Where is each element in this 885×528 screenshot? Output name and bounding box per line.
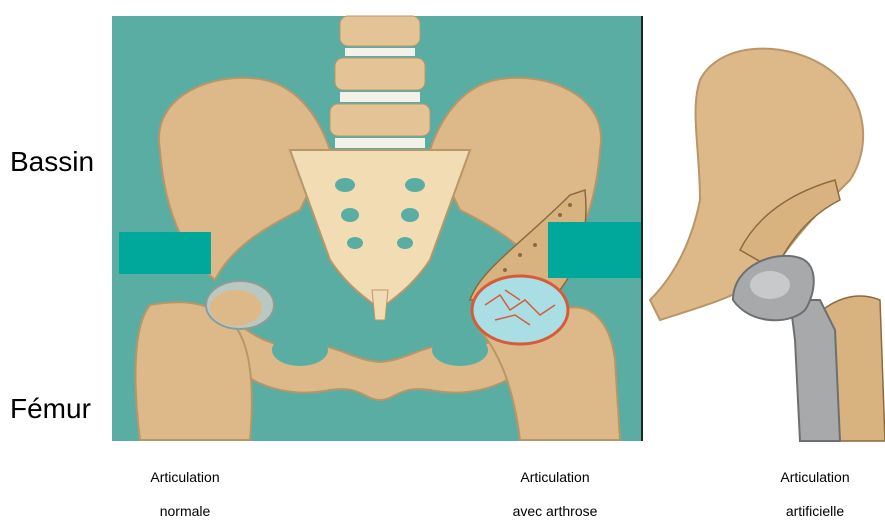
caption-normal: Articulation normale — [130, 460, 240, 528]
caption-arthrose-line1: Articulation — [495, 460, 615, 494]
caption-arthrose-line2: avec arthrose — [495, 494, 615, 528]
caption-normal-line1: Articulation — [130, 460, 240, 494]
implant-head-highlight — [750, 271, 790, 299]
spine — [330, 16, 430, 148]
left-femoral-head — [210, 290, 262, 326]
right-obturator — [432, 334, 488, 366]
left-obturator — [272, 334, 328, 366]
label-bassin: Bassin — [10, 146, 94, 178]
caption-arthrose: Articulation avec arthrose — [495, 460, 615, 528]
hip-anatomy-illustration — [0, 0, 885, 514]
caption-artificial: Articulation artificielle — [760, 460, 870, 528]
right-teal-block — [548, 222, 641, 278]
caption-artificial-line1: Articulation — [760, 460, 870, 494]
caption-artificial-line2: artificielle — [760, 494, 870, 528]
arthritic-femoral-head — [472, 276, 568, 344]
caption-normal-line2: normale — [130, 494, 240, 528]
left-teal-block — [119, 232, 211, 274]
coccyx — [372, 290, 388, 320]
label-femur: Fémur — [10, 393, 91, 425]
